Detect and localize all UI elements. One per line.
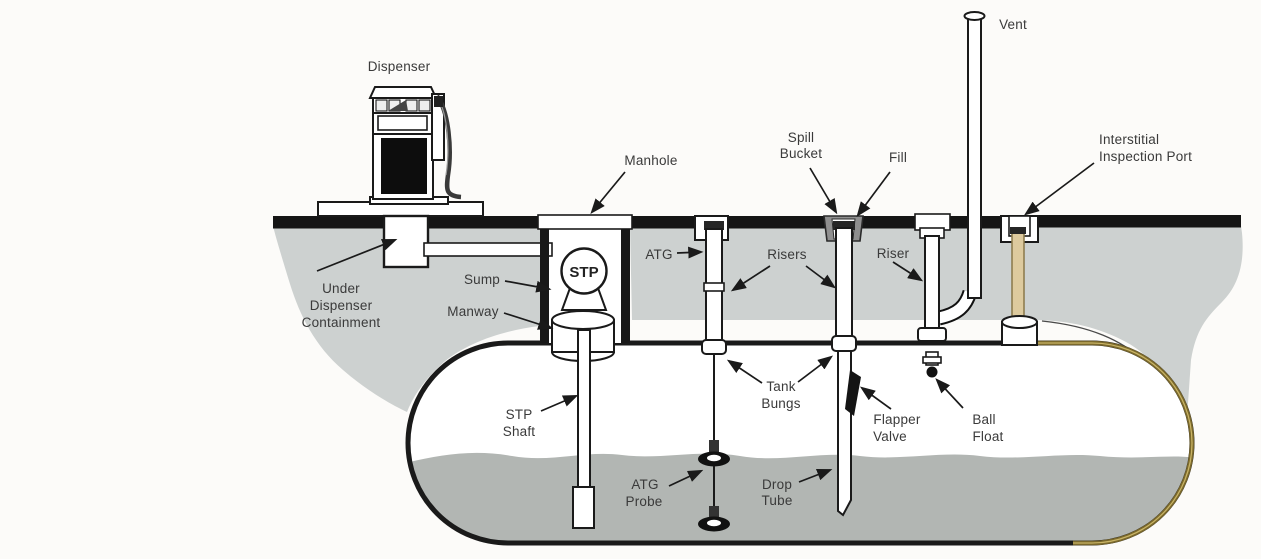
tank (405, 340, 1195, 546)
dispenser (368, 86, 462, 205)
fuel-liquid (408, 452, 1192, 543)
dispenser-screen (381, 138, 427, 194)
soil-right-band (630, 226, 1243, 432)
leader-manway (503, 312, 554, 330)
product-pipe (423, 242, 553, 257)
label-manhole: Manhole (624, 153, 677, 168)
dispenser-hose (435, 94, 462, 200)
fill-bung (831, 335, 857, 352)
leader-risers-left (730, 265, 771, 292)
label-vent: Vent (999, 17, 1027, 32)
label-interstitial-2: Inspection Port (1099, 149, 1192, 164)
leader-atg (676, 246, 704, 259)
vent-assembly (914, 11, 986, 378)
dispenser-crown (368, 86, 438, 99)
leader-udc (316, 239, 398, 272)
atg-bung (701, 339, 727, 355)
interstitial-wall-highlight (1035, 342, 1193, 544)
label-ball-float-1: Ball (972, 412, 995, 427)
label-sump: Sump (464, 272, 500, 287)
label-ball-float-2: Float (972, 429, 1003, 444)
vent-pipe (967, 17, 982, 299)
label-tank-bungs-1: Tank (766, 379, 795, 394)
label-udc-3: Containment (302, 315, 381, 330)
stp-pump (560, 247, 608, 295)
label-stp-shaft-1: STP (506, 407, 533, 422)
leader-interstitial (1023, 162, 1095, 216)
manway-top (551, 310, 615, 330)
leader-spill-bucket (809, 167, 838, 215)
leader-lines (316, 162, 1095, 487)
leader-tank-bungs-right (797, 355, 834, 383)
interstitial-tube (1011, 230, 1025, 327)
sump-assembly: STP (423, 214, 633, 529)
sump-wall-right (621, 228, 630, 343)
leader-tank-bungs-left (726, 359, 763, 384)
label-riser: Riser (877, 246, 910, 261)
leader-ball-float (935, 378, 964, 409)
manhole-cover (537, 214, 633, 230)
label-fill: Fill (889, 150, 907, 165)
label-spill-bucket-2: Bucket (780, 146, 823, 161)
fill-assembly (823, 215, 864, 517)
vent-riser-flange (917, 327, 947, 342)
drop-tube (837, 350, 852, 517)
leader-drop-tube (798, 469, 833, 483)
label-spill-bucket-1: Spill (788, 130, 815, 145)
label-tank-bungs-2: Bungs (761, 396, 800, 411)
leader-risers-right (805, 265, 837, 289)
label-atg: ATG (645, 247, 672, 262)
label-flapper-2: Valve (873, 429, 907, 444)
leader-fill (856, 171, 891, 218)
label-manway: Manway (447, 304, 499, 319)
interstitial-port (1000, 215, 1039, 346)
label-flapper-1: Flapper (873, 412, 920, 427)
leader-stp-shaft (540, 394, 579, 412)
leader-atg-probe (668, 469, 704, 487)
stp-intake (572, 486, 595, 529)
label-interstitial-1: Interstitial (1099, 132, 1159, 147)
label-drop-tube-2: Tube (761, 493, 792, 508)
vent-riser (924, 235, 940, 333)
label-stp-shaft-2: Shaft (503, 424, 536, 439)
soil-left-wedge (273, 226, 540, 412)
leader-riser (892, 261, 924, 282)
leader-flapper (859, 386, 892, 410)
flapper-valve (845, 370, 861, 416)
fill-riser (835, 227, 853, 344)
leader-manhole (590, 171, 626, 214)
stp-shaft (577, 329, 591, 488)
dispenser-hose-column (431, 93, 445, 161)
ball-float (926, 366, 938, 378)
stp-pump-label: STP (569, 264, 598, 281)
label-atg-probe-1: ATG (631, 477, 658, 492)
leader-sump (504, 280, 552, 293)
vent-cap (963, 11, 986, 21)
ground-surface (273, 215, 1241, 229)
dispenser-nozzle (434, 96, 443, 107)
labels: Dispenser Manhole Vent Spill Bucket Fill… (302, 17, 1192, 509)
label-udc-2: Dispenser (310, 298, 373, 313)
atg-assembly (694, 215, 730, 532)
label-risers: Risers (767, 247, 807, 262)
label-udc-1: Under (322, 281, 360, 296)
label-atg-probe-2: Probe (625, 494, 662, 509)
label-drop-tube-1: Drop (762, 477, 792, 492)
label-dispenser: Dispenser (368, 59, 431, 74)
